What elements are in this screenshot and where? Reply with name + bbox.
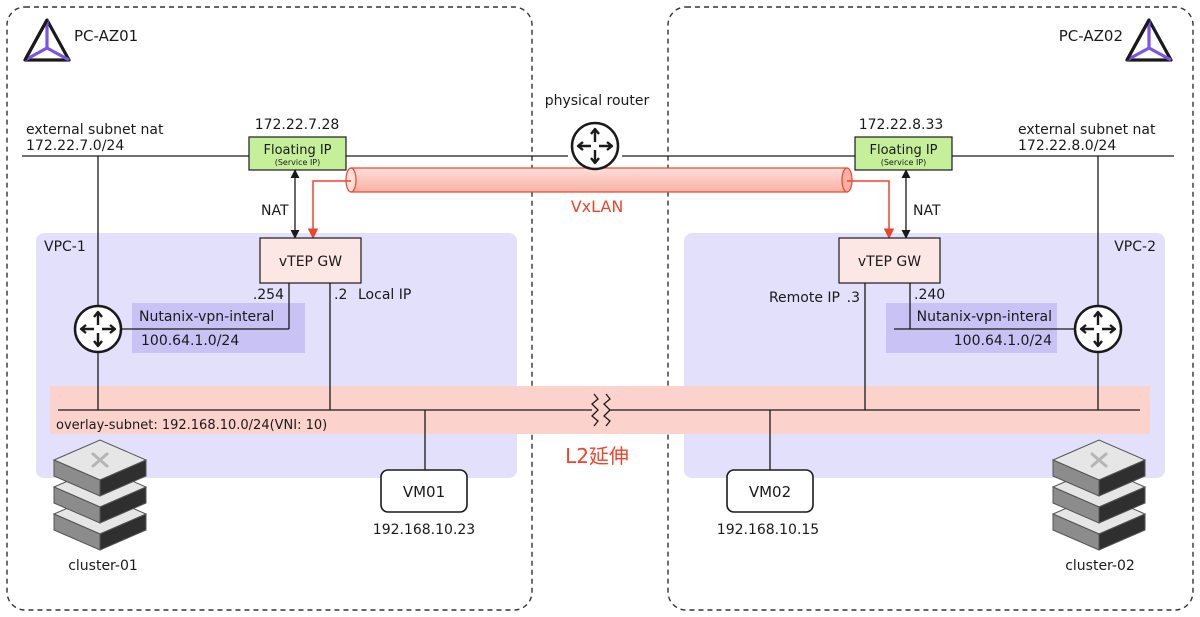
fip-title-left: Floating IP [263, 143, 331, 158]
vpc-label-left: VPC-1 [44, 239, 86, 255]
vtep-ip-vpn-right: .240 [914, 287, 945, 303]
ext-subnet-label-right-1: external subnet nat [1018, 122, 1156, 138]
vm-box-right: VM02 [726, 469, 814, 513]
az-container-right [667, 6, 1194, 611]
nat-label-left: NAT [261, 203, 289, 219]
ext-subnet-label-left-1: external subnet nat [26, 122, 164, 138]
vpn-name-right: Nutanix-vpn-interal [917, 309, 1052, 325]
ext-subnet-label-right-2: 172.22.8.0/24 [1018, 138, 1116, 154]
ext-subnet-label-left-2: 172.22.7.0/24 [26, 138, 124, 154]
server-stack-icon-right [1052, 439, 1146, 551]
vpc-label-right: VPC-2 [1114, 239, 1156, 255]
overlay-break-mark-1 [591, 393, 599, 427]
floating-ip-left: Floating IP (Service IP) [248, 136, 347, 171]
vtep-ip-overlay-right: .3 [847, 290, 860, 306]
nat-label-right: NAT [913, 203, 941, 219]
vpn-name-left: Nutanix-vpn-interal [139, 309, 274, 325]
vxlan-label: VxLAN [571, 197, 624, 216]
vm-name-right: VM02 [749, 483, 791, 501]
overlay-label: overlay-subnet: 192.168.10.0/24(VNI: 10) [56, 418, 327, 433]
vtep-gw-right: vTEP GW [838, 237, 941, 284]
vxlan-arrow-left [307, 180, 351, 240]
vtep-ip-vpn-left: .254 [253, 287, 284, 303]
vtep-ip-overlay-left: .2 [334, 287, 347, 303]
fip-sub-left: (Service IP) [275, 158, 321, 167]
vtep-label-left: vTEP GW [279, 254, 342, 270]
vxlan-tunnel [345, 167, 853, 193]
az-label-left: PC-AZ01 [74, 27, 138, 45]
overlay-break-mark-2 [603, 393, 611, 427]
az-container-left [6, 6, 533, 611]
vpn-cidr-left: 100.64.1.0/24 [141, 333, 239, 349]
physical-router-label: physical router [545, 93, 650, 109]
vm-ip-right: 192.168.10.15 [717, 522, 819, 538]
prism-icon-left [23, 18, 71, 62]
vpn-cidr-right: 100.64.1.0/24 [954, 333, 1052, 349]
cluster-label-left: cluster-01 [68, 558, 138, 574]
vtep-ip-note-right: Remote IP [769, 290, 840, 306]
vtep-label-right: vTEP GW [858, 254, 921, 270]
az-label-right: PC-AZ02 [1059, 27, 1123, 45]
fip-title-right: Floating IP [869, 143, 937, 158]
vpn-subnet-right [886, 303, 1057, 353]
prism-icon-right [1125, 18, 1173, 62]
fip-ip-right: 172.22.8.33 [859, 117, 944, 133]
vm-box-left: VM01 [380, 469, 468, 513]
vm-ip-left: 192.168.10.23 [373, 522, 475, 538]
vpc-router-icon-left [73, 304, 123, 354]
server-stack-icon-left [53, 439, 147, 551]
physical-router-icon [570, 121, 620, 171]
l2-extension-label: L2延伸 [565, 444, 629, 468]
vxlan-arrow-right [847, 180, 895, 240]
vpc-router-icon-right [1073, 304, 1123, 354]
fip-sub-right: (Service IP) [881, 158, 927, 167]
vtep-ip-note-left: Local IP [358, 287, 411, 303]
vtep-gw-left: vTEP GW [259, 237, 362, 284]
cluster-label-right: cluster-02 [1065, 558, 1135, 574]
floating-ip-right: Floating IP (Service IP) [854, 136, 953, 171]
vm-name-left: VM01 [403, 483, 445, 501]
vpn-subnet-left [132, 303, 305, 353]
fip-ip-left: 172.22.7.28 [255, 117, 340, 133]
